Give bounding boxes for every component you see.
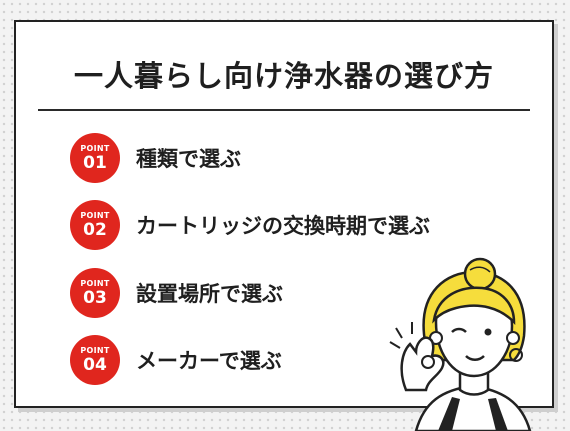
point-text-3: 設置場所で選ぶ bbox=[136, 282, 283, 306]
point-badge-number: 01 bbox=[83, 153, 107, 173]
point-badge-label: POINT bbox=[80, 211, 110, 220]
point-item-3: POINT 03 設置場所で選ぶ bbox=[70, 268, 510, 318]
point-text-1: 種類で選ぶ bbox=[136, 147, 241, 171]
point-badge-label: POINT bbox=[80, 346, 110, 355]
point-badge-4: POINT 04 bbox=[70, 335, 120, 385]
content-card: 一人暮らし向け浄水器の選び方 POINT 01 種類で選ぶ POINT 02 カ… bbox=[14, 20, 554, 408]
point-badge-label: POINT bbox=[80, 144, 110, 153]
point-badge-number: 02 bbox=[83, 220, 107, 240]
point-badge-number: 04 bbox=[83, 355, 107, 375]
title-divider bbox=[38, 109, 530, 111]
point-badge-2: POINT 02 bbox=[70, 200, 120, 250]
point-item-2: POINT 02 カートリッジの交換時期で選ぶ bbox=[70, 200, 510, 250]
point-badge-number: 03 bbox=[83, 288, 107, 308]
woman-winking-ok-illustration bbox=[389, 257, 532, 431]
point-badge-label: POINT bbox=[80, 279, 110, 288]
point-item-1: POINT 01 種類で選ぶ bbox=[70, 133, 510, 183]
point-item-4: POINT 04 メーカーで選ぶ bbox=[70, 335, 510, 385]
point-text-4: メーカーで選ぶ bbox=[136, 349, 282, 373]
point-text-2: カートリッジの交換時期で選ぶ bbox=[136, 214, 430, 238]
point-badge-3: POINT 03 bbox=[70, 268, 120, 318]
point-badge-1: POINT 01 bbox=[70, 133, 120, 183]
page-title: 一人暮らし向け浄水器の選び方 bbox=[73, 59, 494, 93]
